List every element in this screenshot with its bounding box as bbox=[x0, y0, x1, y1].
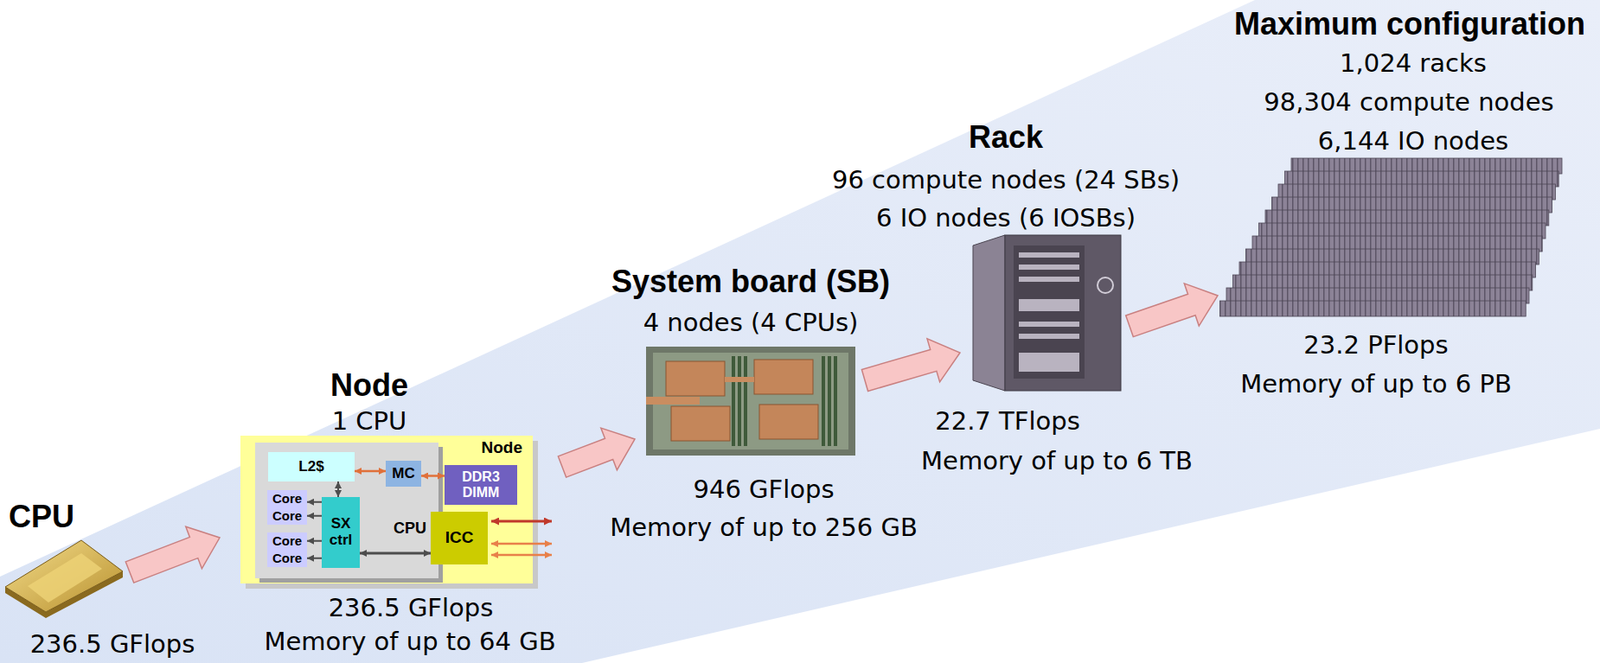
cpu-chip-picture bbox=[5, 540, 123, 619]
box-label: Node bbox=[481, 439, 524, 458]
signal-arrow bbox=[421, 474, 445, 478]
rack-picture bbox=[972, 235, 1121, 391]
box-label: Core bbox=[272, 509, 302, 525]
spec-value: 4 nodes (4 CPUs) bbox=[643, 307, 859, 338]
cache-box: L2$ bbox=[268, 452, 355, 482]
spec-value: 236.5 GFlops bbox=[30, 629, 196, 660]
spec-text: Memory of up to 64 GB bbox=[263, 627, 556, 658]
box-label: ICC bbox=[445, 529, 474, 548]
box-label: CPU bbox=[393, 520, 427, 538]
stage-heading: Maximum configuration bbox=[1234, 5, 1586, 43]
signal-arrow bbox=[354, 470, 386, 474]
spec-value: Memory of up to 6 TB bbox=[921, 446, 1193, 476]
spec-text: 236.5 GFlops bbox=[30, 629, 196, 660]
heading-text: Rack bbox=[968, 119, 1044, 155]
spec-text: Memory of up to 256 GB bbox=[609, 512, 918, 544]
spec-text: 1 CPU bbox=[332, 406, 408, 437]
core-box: Core bbox=[267, 507, 308, 525]
network-link bbox=[491, 543, 552, 546]
stage-arrow bbox=[557, 428, 635, 478]
spec-value: Memory of up to 64 GB bbox=[263, 627, 556, 657]
spec-text: 98,304 compute nodes bbox=[1263, 87, 1554, 118]
heading-text: System board (SB) bbox=[611, 263, 890, 300]
interconnect-box: ICC bbox=[430, 512, 488, 565]
network-link bbox=[491, 554, 552, 557]
core-box: Core bbox=[267, 532, 308, 551]
spec-text: 22.7 TFlops bbox=[934, 406, 1081, 437]
rack-body bbox=[1004, 235, 1121, 391]
chip-top bbox=[5, 540, 123, 613]
rack-array-picture bbox=[1220, 158, 1563, 317]
spec-value: Memory of up to 6 PB bbox=[1240, 369, 1512, 399]
spec-text: 4 nodes (4 CPUs) bbox=[643, 307, 859, 339]
signal-arrow bbox=[337, 481, 340, 498]
stage-heading: CPU bbox=[8, 498, 75, 536]
spec-value: 98,304 compute nodes bbox=[1263, 87, 1554, 117]
box-label: Core bbox=[272, 492, 302, 507]
box-label: DDR3 DIMM bbox=[447, 469, 515, 500]
heading-text: Maximum configuration bbox=[1234, 6, 1586, 42]
controller-box: SX ctrl bbox=[321, 497, 360, 569]
box-label: Core bbox=[272, 534, 302, 550]
network-link bbox=[491, 520, 552, 524]
box-label: MC bbox=[391, 466, 415, 483]
signal-arrow bbox=[359, 552, 431, 556]
heading-text: Node bbox=[330, 367, 409, 404]
spec-value: 23.2 PFlops bbox=[1303, 330, 1448, 360]
spec-text: Memory of up to 6 PB bbox=[1240, 369, 1512, 400]
spec-text: 236.5 GFlops bbox=[328, 593, 494, 624]
spec-text: Memory of up to 6 TB bbox=[921, 446, 1193, 477]
signal-arrow bbox=[307, 540, 322, 543]
box-label: SX ctrl bbox=[324, 516, 358, 549]
rack-inside bbox=[1013, 245, 1085, 379]
cooling-pipe bbox=[724, 377, 755, 383]
chip-lid bbox=[27, 553, 103, 603]
dimm-box: DDR3 DIMM bbox=[444, 465, 518, 506]
memory-slots bbox=[731, 356, 838, 447]
spec-value: Memory of up to 256 GB bbox=[609, 512, 918, 543]
spec-text: 946 GFlops bbox=[692, 474, 834, 506]
stage-heading: Rack bbox=[968, 118, 1044, 156]
board-frame bbox=[646, 346, 856, 456]
signal-arrow bbox=[307, 501, 322, 504]
spec-value: 22.7 TFlops bbox=[934, 406, 1081, 436]
spec-value: 236.5 GFlops bbox=[328, 593, 494, 623]
stage-arrow bbox=[1126, 283, 1218, 338]
stage-arrow bbox=[125, 526, 220, 583]
spec-value: 6,144 IO nodes bbox=[1318, 126, 1509, 156]
signal-arrow bbox=[307, 557, 322, 560]
cpu-box: CPUL2$MCCoreCoreCoreCoreSX ctrl bbox=[255, 442, 439, 579]
box-label: Core bbox=[272, 551, 302, 567]
node-box: NodeCPUL2$MCCoreCoreCoreCoreSX ctrlDDR3 … bbox=[240, 435, 533, 584]
box-label: L2$ bbox=[298, 459, 324, 476]
core-box: Core bbox=[267, 550, 308, 568]
spec-value: 6 IO nodes (6 IOSBs) bbox=[876, 203, 1136, 233]
cooling-pipe bbox=[646, 396, 700, 405]
rack-units bbox=[1018, 252, 1080, 372]
memory-controller-box: MC bbox=[385, 460, 422, 487]
rack-door bbox=[972, 235, 1005, 391]
stage-heading: Node bbox=[330, 366, 409, 404]
spec-text: 23.2 PFlops bbox=[1303, 330, 1448, 361]
heading-text: CPU bbox=[8, 499, 75, 535]
spec-value: 1 CPU bbox=[332, 406, 408, 436]
spec-value: 96 compute nodes (24 SBs) bbox=[832, 165, 1180, 195]
spec-value: 1,024 racks bbox=[1339, 48, 1487, 78]
system-board-picture bbox=[646, 346, 856, 456]
stage-arrow bbox=[861, 339, 960, 392]
spec-value: 946 GFlops bbox=[692, 474, 834, 505]
spec-text: 6 IO nodes (6 IOSBs) bbox=[876, 203, 1136, 234]
signal-arrow bbox=[307, 515, 322, 518]
spec-text: 96 compute nodes (24 SBs) bbox=[832, 165, 1180, 196]
stage-arrows bbox=[125, 283, 1218, 583]
rack-logo bbox=[1097, 277, 1114, 294]
spec-text: 1,024 racks bbox=[1339, 48, 1487, 79]
stage-heading: System board (SB) bbox=[611, 262, 890, 301]
core-box: Core bbox=[267, 490, 308, 508]
spec-text: 6,144 IO nodes bbox=[1318, 126, 1509, 157]
